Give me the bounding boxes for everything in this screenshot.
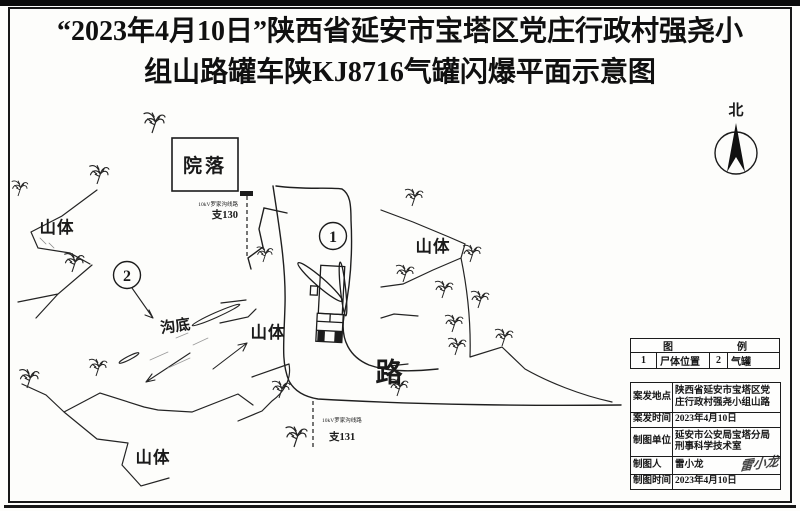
marker-body-position: 1 — [318, 221, 348, 251]
info-value: 雷小龙 雷小龙 — [673, 453, 780, 474]
marker-2-label: 2 — [123, 268, 131, 285]
north-arrow-icon — [727, 123, 745, 172]
legend-header-left: 图 — [663, 342, 673, 353]
legend-row: 1 尸体位置 2 气罐 — [631, 353, 779, 368]
courtyard-label: 院落 — [183, 154, 227, 177]
info-value: 陕西省延安市宝塔区党庄行政村强尧小组山路 — [675, 386, 771, 408]
mountain-label-middle: 山体 — [251, 322, 286, 342]
power-pole-130: 10kV罗家沟线路 支130 — [198, 191, 253, 259]
mountain-ridge-lines — [17, 189, 613, 487]
north-label: 北 — [728, 102, 743, 119]
tanker-truck — [309, 264, 346, 344]
marker-1-label: 1 — [329, 229, 337, 246]
info-row-incident-time: 案发时间 2023年4月10日 — [631, 413, 780, 428]
compass: 北 — [714, 102, 758, 175]
tree-icon — [494, 328, 514, 347]
title-line-2: 组山路罐车陕KJ8716气罐闪爆平面示意图 — [144, 57, 656, 88]
marker-gas-tank: 2 — [112, 260, 142, 290]
mountain-label-bottom: 山体 — [136, 447, 171, 467]
tree-icon — [470, 290, 490, 309]
title-line-1: “2023年4月10日”陕西省延安市宝塔区党庄行政村强尧小 — [56, 16, 743, 47]
info-row-drawer: 制图人 雷小龙 雷小龙 — [631, 453, 780, 475]
power-line-label: 10kV罗家沟线路 — [322, 416, 362, 424]
mountain-label-right: 山体 — [416, 236, 451, 256]
legend-item-2-no: 2 — [710, 353, 728, 368]
info-label: 制图单位 — [631, 428, 673, 456]
trees — [11, 111, 514, 448]
gas-tank — [297, 261, 348, 317]
info-value: 延安市公安局宝塔分局刑事科学技术室 — [675, 430, 771, 452]
tree-icon — [11, 180, 29, 197]
diagram-title: “2023年4月10日”陕西省延安市宝塔区党庄行政村强尧小 组山路罐车陕KJ87… — [0, 11, 800, 93]
info-row-drawing-time: 制图时间 2023年4月10日 — [631, 475, 780, 489]
tree-icon — [88, 358, 108, 377]
tree-icon — [285, 426, 308, 448]
legend-header-right: 例 — [737, 342, 747, 353]
gully-label: 沟底 — [159, 315, 191, 337]
tree-icon — [63, 252, 85, 273]
legend-item-1-no: 1 — [631, 353, 657, 368]
info-label: 制图人 — [631, 457, 673, 474]
courtyard: 院落 — [171, 137, 239, 192]
mountain-label-left: 山体 — [40, 217, 75, 237]
pole-131-label: 支131 — [328, 430, 355, 443]
legend-item-1-label: 尸体位置 — [657, 353, 710, 368]
road-label: 路 — [376, 357, 405, 388]
info-label: 案发时间 — [631, 413, 673, 427]
tree-icon — [395, 264, 415, 283]
tree-icon — [88, 164, 110, 185]
tree-icon — [462, 244, 482, 263]
scan-edge-top — [0, 0, 800, 6]
tree-icon — [444, 314, 464, 333]
drawer-name: 雷小龙 — [675, 459, 704, 470]
info-table: 案发地点 陕西省延安市宝塔区党庄行政村强尧小组山路 案发时间 2023年4月10… — [630, 382, 781, 490]
info-row-location: 案发地点 陕西省延安市宝塔区党庄行政村强尧小组山路 — [631, 383, 780, 413]
tree-icon — [271, 380, 291, 399]
info-value: 2023年4月10日 — [675, 476, 737, 487]
scan-edge-bottom — [4, 505, 796, 508]
tree-icon — [404, 188, 424, 207]
power-pole-131: 10kV罗家沟线路 支131 — [312, 401, 362, 449]
tree-icon — [447, 337, 467, 356]
legend-item-2-label: 气罐 — [731, 357, 751, 368]
legend-header: 图 例 — [631, 339, 779, 353]
info-value: 2023年4月10日 — [675, 414, 737, 425]
tree-icon — [434, 280, 454, 299]
road-lines — [247, 185, 622, 407]
sheet-border — [8, 7, 792, 503]
info-label: 案发地点 — [631, 383, 673, 412]
power-line-label: 10kV罗家沟线路 — [198, 200, 238, 208]
info-row-drawing-unit: 制图单位 延安市公安局宝塔分局刑事科学技术室 — [631, 428, 780, 457]
pole-130-label: 支130 — [211, 208, 238, 221]
slope-arrows — [118, 287, 248, 383]
tree-icon — [18, 368, 40, 389]
info-label: 制图时间 — [631, 475, 673, 489]
tree-icon — [143, 111, 166, 134]
drawer-signature: 雷小龙 — [739, 453, 780, 474]
legend-table: 图 例 1 尸体位置 2 气罐 — [630, 338, 780, 369]
